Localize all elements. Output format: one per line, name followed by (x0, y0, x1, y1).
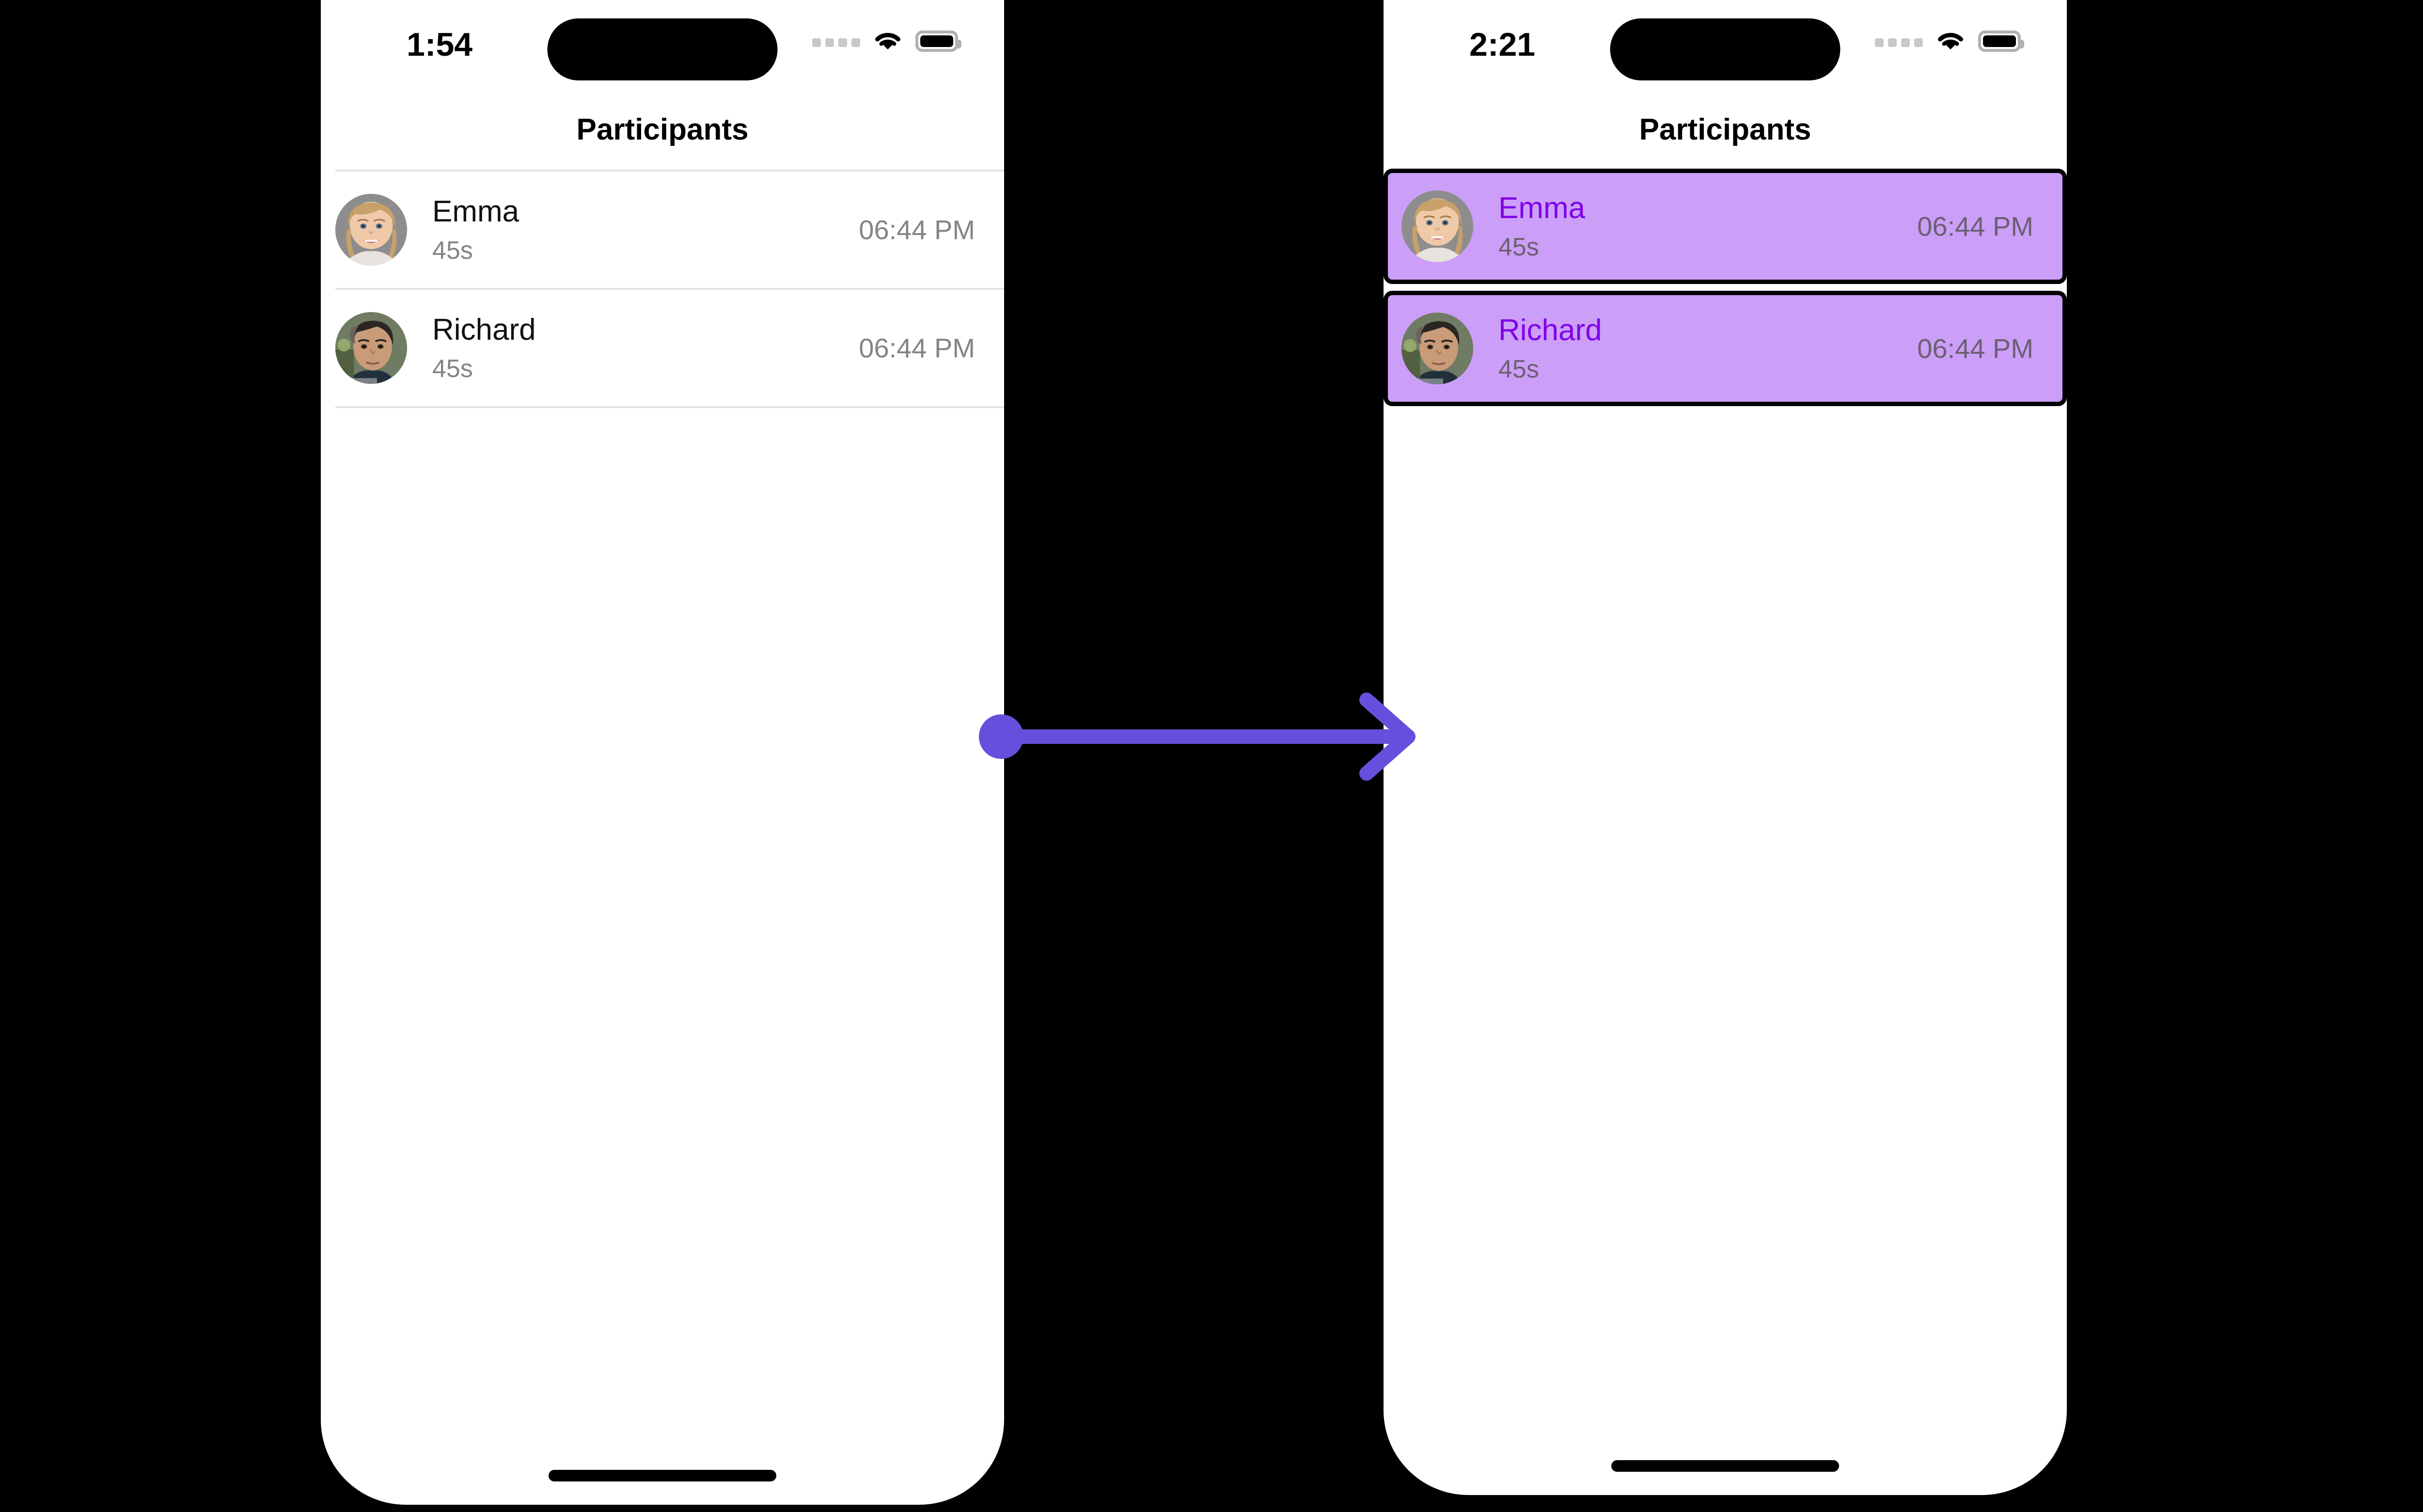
list-divider (335, 288, 1004, 290)
avatar-emma (335, 194, 407, 266)
list-divider (335, 170, 1004, 172)
phone-screen-before: 1:54 Participants (321, 0, 1004, 1505)
page-title: Participants (576, 113, 749, 146)
participant-time: 06:44 PM (859, 214, 975, 245)
list-item-text: Richard 45s (432, 313, 536, 383)
status-bar: 1:54 (321, 0, 1004, 92)
status-bar-time: 2:21 (1469, 26, 1536, 63)
list-item[interactable]: Richard 45s 06:44 PM (321, 290, 1004, 406)
battery-full-icon (915, 31, 961, 52)
signal-dots-icon (812, 38, 860, 47)
signal-dots-icon (1875, 38, 1923, 47)
participant-name: Emma (432, 195, 519, 228)
status-bar: 2:21 (1384, 0, 2067, 92)
participant-time: 06:44 PM (1917, 333, 2033, 364)
home-indicator (549, 1470, 776, 1481)
participant-duration: 45s (1498, 233, 1539, 261)
avatar-emma (1401, 190, 1473, 262)
home-indicator (1611, 1460, 1839, 1472)
wifi-icon (873, 30, 903, 52)
list-item-text: Emma 45s (432, 195, 519, 265)
screen-content-before: 1:54 Participants (321, 0, 1004, 1505)
status-bar-indicators (812, 30, 961, 52)
battery-full-icon (1978, 31, 2024, 52)
list-item-selected[interactable]: Richard 45s 06:44 PM (1384, 291, 2067, 406)
participant-time: 06:44 PM (859, 332, 975, 363)
participant-duration: 45s (432, 355, 473, 383)
status-bar-time: 1:54 (407, 26, 473, 63)
participant-name: Emma (1498, 191, 1586, 225)
screen-content-after: 2:21 Participants (1384, 0, 2067, 1495)
avatar-richard (335, 312, 407, 384)
dynamic-island (1610, 18, 1841, 80)
list-item[interactable]: Emma 45s 06:44 PM (321, 172, 1004, 288)
list-item-text: Emma 45s (1498, 191, 1585, 261)
list-item-selected[interactable]: Emma 45s 06:44 PM (1384, 169, 2067, 284)
participant-name: Richard (1498, 314, 1602, 347)
participants-list: Emma 45s 06:44 PM (1384, 169, 2067, 413)
page-title: Participants (1639, 113, 1811, 146)
dynamic-island (547, 18, 778, 80)
arrow-right-icon (979, 693, 1416, 781)
participant-duration: 45s (432, 236, 473, 265)
list-item-text: Richard 45s (1498, 314, 1602, 383)
participant-time: 06:44 PM (1917, 211, 2033, 242)
participant-name: Richard (432, 313, 536, 346)
avatar-richard (1401, 313, 1473, 384)
list-divider (335, 406, 1004, 408)
wifi-icon (1935, 30, 1966, 52)
status-bar-indicators (1875, 30, 2024, 52)
phone-screen-after: 2:21 Participants (1384, 0, 2067, 1495)
participant-duration: 45s (1498, 355, 1539, 383)
participants-list: Emma 45s 06:44 PM (321, 170, 1004, 408)
